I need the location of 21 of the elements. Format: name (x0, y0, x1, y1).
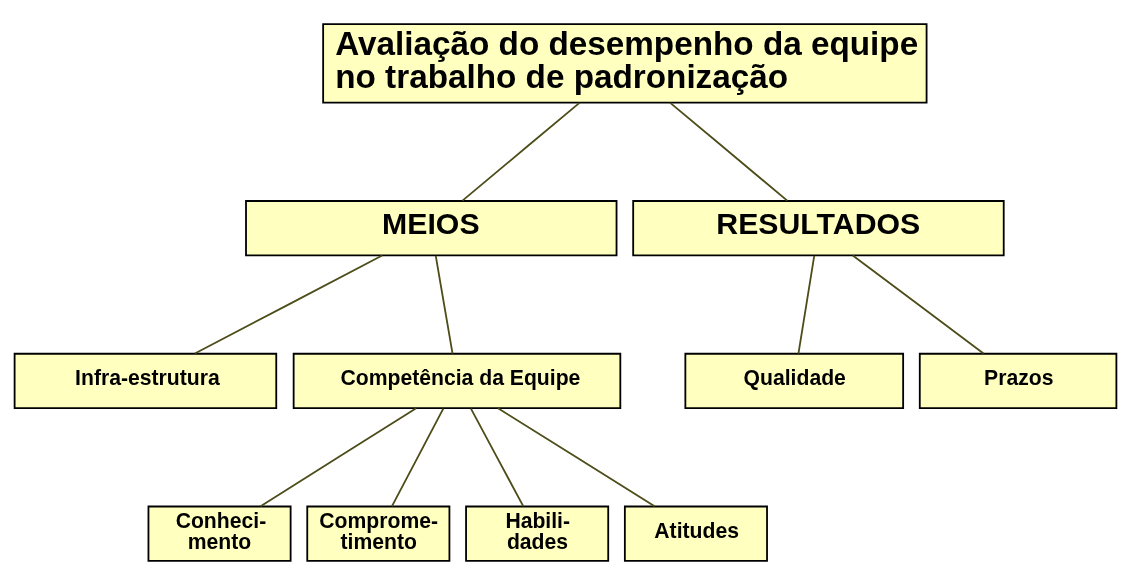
connector (497, 406, 656, 507)
node-box: Qualidade (684, 352, 905, 409)
node-box: MEIOS (245, 199, 618, 256)
connector (194, 254, 384, 354)
connector (470, 407, 525, 507)
connector (461, 101, 581, 202)
connector (669, 101, 789, 202)
node-box: Infra-estrutura (13, 352, 278, 409)
connector (434, 254, 454, 355)
node-box: Comprome- timento (306, 505, 451, 562)
node-box: Habili- dades (465, 505, 610, 562)
node-box: Avaliação do desempenho da equipe no trabalho de padronização (322, 22, 928, 104)
node-box: Atitudes (623, 505, 768, 562)
connector (797, 254, 816, 355)
connector (390, 407, 445, 507)
node-box: Competência da Equipe (292, 352, 622, 409)
connector (259, 406, 418, 507)
node-box: Conheci- mento (147, 505, 292, 562)
node-box: RESULTADOS (632, 199, 1005, 256)
connector (851, 254, 985, 354)
node-box: Prazos (918, 352, 1118, 409)
